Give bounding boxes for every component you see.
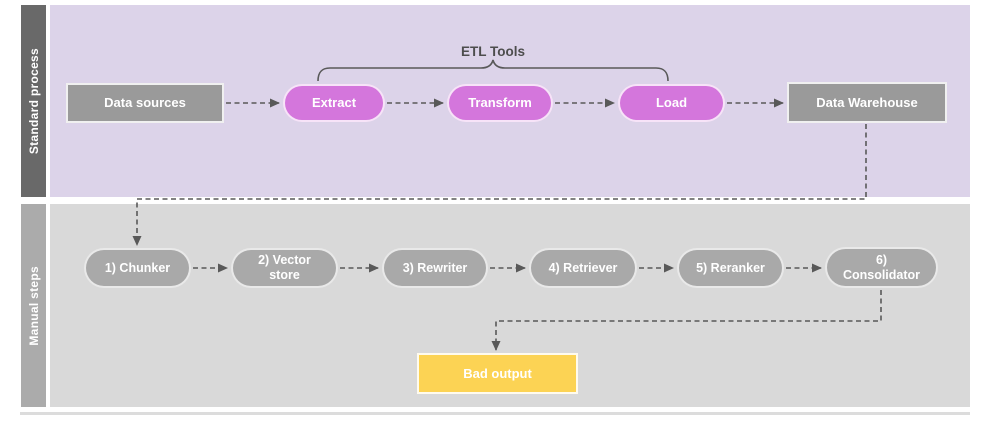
lane-standard-process-bar: Standard process: [21, 5, 46, 197]
node-chunker: 1) Chunker: [84, 248, 191, 288]
node-data-warehouse: Data Warehouse: [787, 82, 947, 123]
node-load: Load: [618, 84, 725, 122]
node-data-sources: Data sources: [66, 83, 224, 123]
node-rewriter: 3) Rewriter: [382, 248, 488, 288]
node-retriever: 4) Retriever: [529, 248, 637, 288]
node-extract: Extract: [283, 84, 385, 122]
lane-standard-process-label: Standard process: [26, 47, 41, 155]
node-reranker: 5) Reranker: [677, 248, 784, 288]
node-vector-store: 2) Vector store: [231, 248, 338, 288]
etl-tools-label: ETL Tools: [461, 44, 525, 59]
node-transform: Transform: [447, 84, 553, 122]
node-consolidator: 6) Consolidator: [825, 247, 938, 288]
lane-manual-steps-label: Manual steps: [26, 265, 41, 346]
lane-manual-steps-bar: Manual steps: [21, 204, 46, 407]
node-bad-output: Bad output: [417, 353, 578, 394]
lane-divider: [20, 412, 970, 415]
